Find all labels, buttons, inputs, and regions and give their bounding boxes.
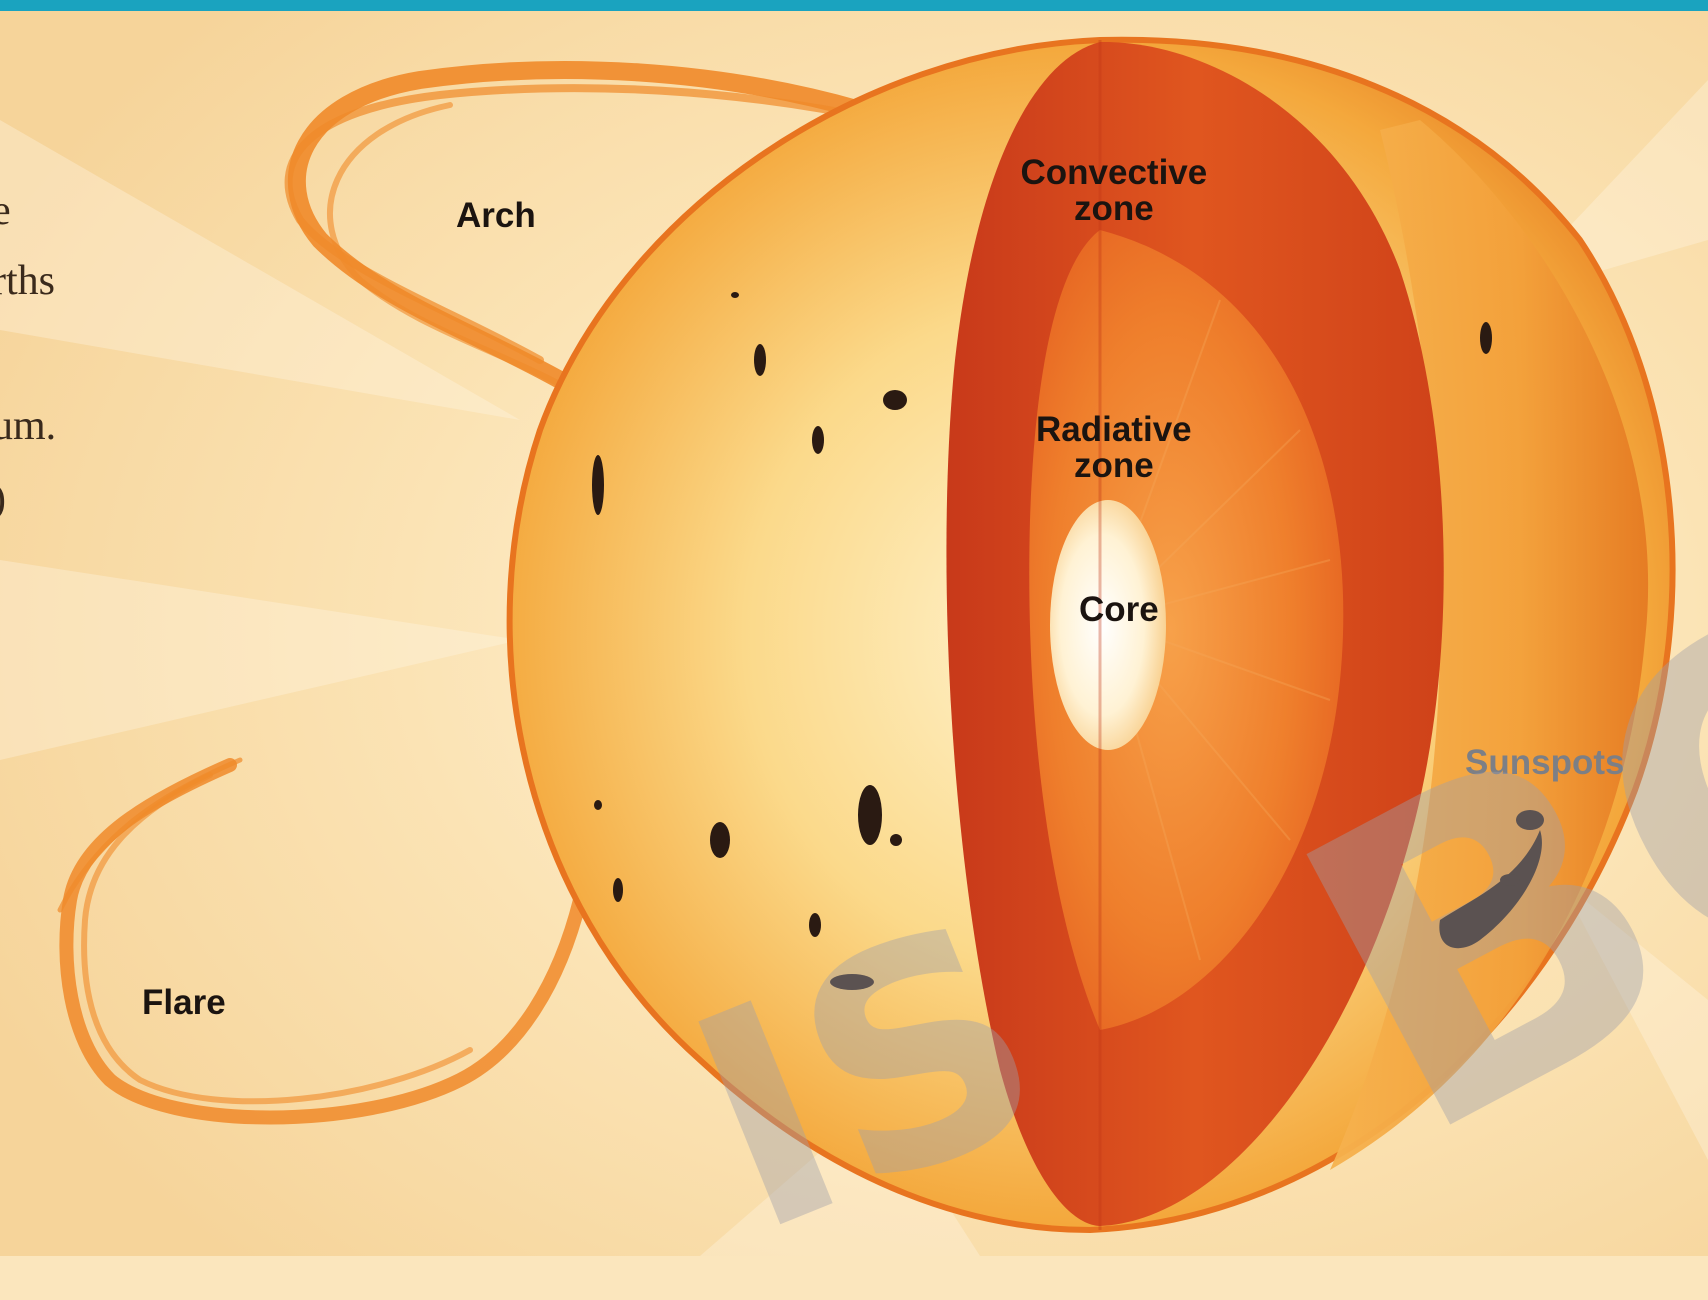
label-flare: Flare — [142, 985, 226, 1021]
label-convective-zone-line-1: Convective — [1021, 155, 1208, 191]
label-convective-zone: Convective zone — [1021, 155, 1208, 226]
top-divider-line — [0, 0, 1708, 11]
side-text-fragment-2: rths — [0, 260, 55, 302]
label-radiative-zone: Radiative zone — [1036, 412, 1192, 483]
label-convective-zone-line-2: zone — [1021, 191, 1208, 227]
side-text-fragment-3: um. — [0, 405, 56, 447]
label-arch: Arch — [456, 198, 536, 234]
label-radiative-zone-line-1: Radiative — [1036, 412, 1192, 448]
label-radiative-zone-line-2: zone — [1036, 448, 1192, 484]
side-text-fragment-4: ) — [0, 478, 6, 520]
sun-cutaway-diagram: e rths um. ) Arch Convective zone Radiat… — [0, 0, 1708, 1256]
side-text-fragment-1: e — [0, 190, 11, 232]
label-core: Core — [1079, 592, 1159, 628]
